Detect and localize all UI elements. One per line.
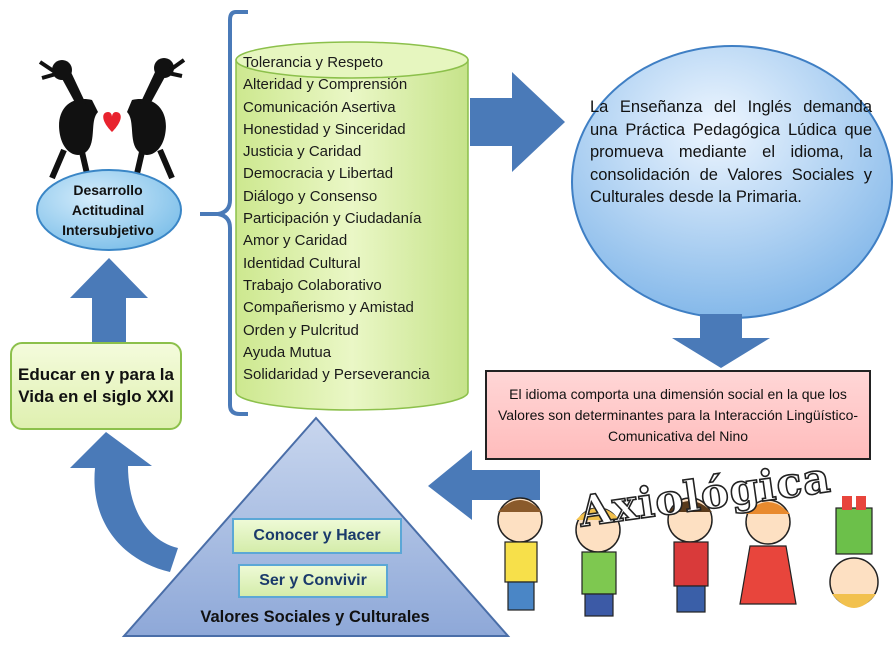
value-item: Identidad Cultural [243,254,361,272]
value-item: Democracia y Libertad [243,165,394,183]
right-arrow [470,72,565,172]
dancing-figures-image [38,58,186,180]
value-item: Tolerancia y Respeto [243,54,384,71]
left-arrow [428,450,540,520]
educar-box: Educar en y para la Vida en el siglo XXI [10,342,182,430]
value-item: Comunicación Asertiva [243,98,396,116]
idioma-text: El idioma comporta una dimensión social … [497,385,859,444]
bracket [200,10,248,416]
educar-text: Educar en y para la Vida en el siglo XXI [18,365,174,406]
value-item: Alteridad y Comprensión [243,76,408,94]
ensenanza-text: La Enseñanza del Inglés demanda una Prác… [590,98,872,206]
up-arrow [70,258,148,342]
oval-line-1: Desarrollo [73,182,143,198]
ser-convivir-text: Ser y Convivir [259,572,367,589]
desarrollo-label: Desarrollo Actitudinal Intersubjetivo [38,180,178,240]
value-item: Orden y Pulcritud [243,321,359,339]
value-item: Ayuda Mutua [243,343,332,361]
children-image [497,496,879,617]
value-item: Compañerismo y Amistad [243,299,414,317]
value-item: Participación y Ciudadanía [243,210,422,228]
curved-arrow [70,432,178,572]
value-item: Honestidad y Sinceridad [243,120,406,138]
oval-line-3: Intersubjetivo [62,222,154,238]
conocer-hacer-text: Conocer y Hacer [253,527,381,544]
ser-convivir-box: Ser y Convivir [238,564,388,598]
value-item: Justicia y Caridad [243,143,362,161]
idioma-box: El idioma comporta una dimensión social … [485,370,871,460]
down-arrow [672,314,770,368]
value-item: Solidaridad y Perseverancia [243,366,430,384]
triangle-caption: Valores Sociales y Culturales [200,608,430,626]
conocer-hacer-box: Conocer y Hacer [232,518,402,554]
values-cylinder [235,41,469,411]
value-item: Amor y Caridad [243,232,348,250]
value-item: Diálogo y Consenso [243,187,378,205]
desarrollo-oval [36,169,182,251]
oval-line-2: Actitudinal [71,202,145,218]
values-list: Tolerancia y Respeto Alteridad y Compren… [243,52,468,386]
value-item: Trabajo Colaborativo [243,276,382,294]
